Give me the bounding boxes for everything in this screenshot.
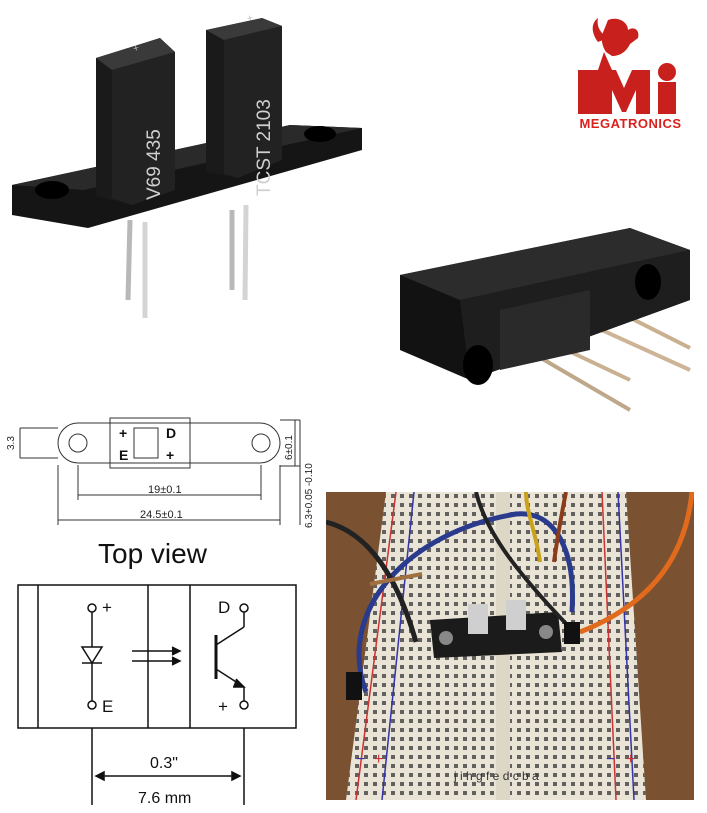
pin-label-bottom-right: + bbox=[166, 447, 174, 463]
left-tower-marking: V69 435 bbox=[144, 129, 165, 200]
pin-label-top-right: D bbox=[166, 425, 176, 441]
schematic-diagram: + E D + 0.3" 7.6 mm bbox=[0, 575, 320, 808]
dim-height-left: 3.3 bbox=[6, 436, 17, 450]
tower-plus-symbol-right: + bbox=[246, 13, 255, 25]
pin-label-top-left: + bbox=[119, 425, 127, 441]
emitter-e-label: E bbox=[102, 697, 113, 716]
dim-depth: 6.3+0.05 -0.10 bbox=[304, 463, 315, 528]
right-tower-marking: TCST 2103 bbox=[254, 99, 275, 196]
tower-plus-symbol: + bbox=[132, 43, 141, 55]
breadboard-plus-right: + bbox=[626, 751, 635, 768]
breadboard-letters: j i h g f e d c b a bbox=[453, 769, 539, 783]
breadboard-minus-right: − bbox=[606, 751, 615, 768]
dim-outer-width: 24.5±0.1 bbox=[140, 509, 183, 521]
pin-label-bottom-left: E bbox=[119, 447, 128, 463]
dim-inner-width: 19±0.1 bbox=[148, 484, 182, 496]
detector-plus-label: + bbox=[218, 697, 228, 716]
breadboard-minus: − bbox=[356, 751, 365, 768]
spacing-mm-label: 7.6 mm bbox=[138, 790, 191, 807]
breadboard-photo: j i h g f e d c b a − + − + bbox=[326, 492, 694, 800]
dimension-drawing: 3.3 6±0.1 6.3+0.05 -0.10 19±0.1 24.5±0.1… bbox=[0, 400, 320, 530]
detector-d-label: D bbox=[218, 598, 230, 617]
breadboard-plus: + bbox=[374, 751, 383, 768]
brand-name: MEGATRONICS bbox=[579, 116, 682, 131]
sensor-photo-side bbox=[390, 220, 700, 420]
bull-head-icon bbox=[578, 18, 676, 114]
emitter-plus-label: + bbox=[102, 598, 112, 617]
dim-height-right: 6±0.1 bbox=[284, 435, 295, 460]
sensor-photo-front: + + V69 435 TCST 2103 bbox=[0, 0, 370, 330]
brand-logo: MEGATRONICS bbox=[568, 12, 693, 137]
schematic-title: Top view bbox=[98, 538, 207, 569]
spacing-inch-label: 0.3" bbox=[150, 755, 178, 772]
